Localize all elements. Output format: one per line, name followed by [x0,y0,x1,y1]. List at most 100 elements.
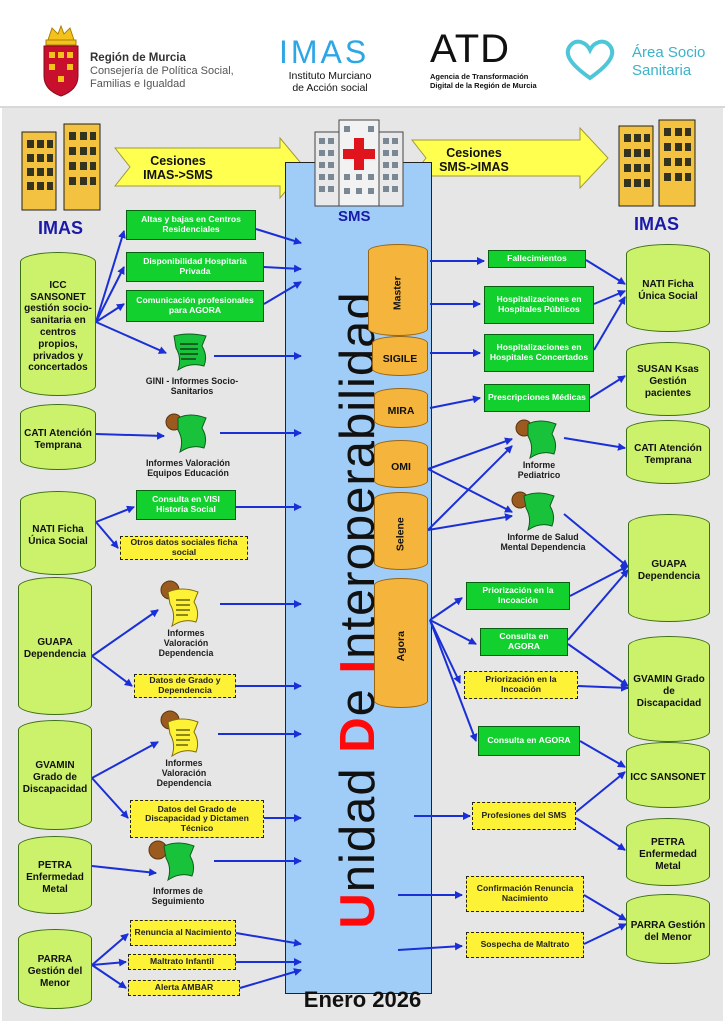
gini-document-icon [173,333,207,372]
box-hosp-publicos: Hospitalizaciones en Hospitales Públicos [484,286,594,324]
arrow-ambar-sms [239,968,302,989]
arrow-icc-gini [95,321,167,354]
seguimiento-label: Informes de Seguimiento [151,886,205,907]
arrow-consulta2-icc [579,740,626,768]
db-right-cati: CATI Atención Temprana [626,420,710,484]
arrow-disp-sms [263,264,302,273]
arrow-guapa-datos [91,655,133,687]
arrow-fall-nati [585,259,626,285]
murcia-name: Región de Murcia [90,52,186,64]
db-left-parra: PARRA Gestión del Menor [18,929,92,1009]
db-sms-omi-label: OMI [391,460,411,473]
heart-stethoscope-icon [565,39,615,81]
box-otros-datos: Otros datos sociales ficha social [120,536,248,560]
imas-right-title-text: IMAS [634,214,679,234]
cesiones-right-line1: Cesiones [446,146,502,160]
atd-agencia: Agencia de Transformación [430,72,529,81]
imas-right-building-icon [618,119,696,207]
imas-logo: IMAS [279,34,370,70]
arrow-parra-maltrato [91,958,127,967]
arrow-gvamin-datos [91,777,129,819]
arrow-icc-comunicacion [95,303,125,323]
arrow-omi-salud [427,468,513,513]
valoracion-educacion-document-icon [165,413,207,454]
valoracion-dependencia-label: Informes Valoración Dependencia [158,628,214,659]
box-fallecimientos: Fallecimientos [488,250,586,268]
arrow-mira-presc [429,395,481,409]
db-left-cati: CATI Atención Temprana [20,404,96,470]
arrow-sms-sospecha [397,942,463,951]
imas-left-building-icon [21,123,101,211]
hospital-building-icon [314,119,404,207]
box-consulta-agora-1: Consulta en AGORA [480,628,568,656]
box-maltrato-infantil: Maltrato Infantil [128,954,236,970]
db-right-susan: SUSAN Ksas Gestión pacientes [626,342,710,416]
sms-title: SMS [338,208,371,225]
db-left-nati: NATI Ficha Única Social [20,491,96,575]
area-socio: Área Socio [632,44,706,61]
arrow-sospecha-parra [583,923,627,945]
box-confirmacion-renuncia: Confirmación Renuncia Nacimiento [466,876,584,912]
arrow-salud-guapa [563,513,629,568]
db-right-petra: PETRA Enfermedad Metal [626,818,710,886]
arrow-selene-salud [427,513,513,531]
cesiones-right-line2: SMS->IMAS [439,159,509,174]
murcia-consejeria: Consejería de Política Social, [90,65,234,77]
arrow-prof-petra [575,817,626,851]
salud-mental-document-icon [511,491,555,532]
footer-date: Enero 2026 [303,987,422,1012]
db-left-guapa: GUAPA Dependencia [18,577,92,715]
db-right-guapa: GUAPA Dependencia [628,514,710,622]
pediatrico-document-icon [515,419,557,460]
imas-left-title: IMAS [38,218,83,239]
arrow-presc-susan [589,375,626,399]
arrow-confirm-parra [583,894,627,921]
arrow-prior2-gvamin [577,683,629,692]
logo-header: Región de Murcia Consejería de Política … [0,0,725,108]
arrow-nati-visi [95,505,135,523]
box-hosp-concertados: Hospitalizaciones en Hospitales Concerta… [484,334,594,372]
arrow-agora-prior1 [429,597,463,621]
box-datos-grado-discapacidad: Datos del Grado de Discapacidad y Dictam… [130,800,264,838]
db-left-gvamin: GVAMIN Grado de Discapacidad [18,720,92,830]
arrow-selene-ped [427,445,513,531]
area-sanitaria: Sanitaria [632,62,692,79]
arrow-petra-seg [91,865,157,877]
gini-label: GINI - Informes Socio-Sanitarios [145,376,239,397]
arrow-consulta1-gvamin [567,643,629,687]
arrow-com-sms [263,281,302,305]
arrow-cati-edu [95,431,165,440]
box-datos-grado-dependencia: Datos de Grado y Dependencia [134,674,236,698]
box-consulta-visi: Consulta en VISI Historia Social [136,490,236,520]
arrow-guapa-dep [91,609,159,657]
box-renuncia-nacimiento: Renuncia al Nacimiento [130,920,236,946]
imas-instituto: Instituto Murciano [288,70,372,82]
arrow-altas-sms [255,228,302,245]
db-right-gvamin: GVAMIN Grado de Discapacidad [628,636,710,742]
db-right-icc: ICC SANSONET [626,742,710,808]
arrow-prof-icc [575,771,626,813]
arrow-prior1-guapa [569,565,629,597]
box-prescripciones: Prescripciones Médicas [484,384,590,412]
arrow-omi-ped [427,437,513,470]
seguimiento-document-icon [148,840,195,882]
db-sms-master-label: Master [391,276,404,310]
imas-accion: de Acción social [292,82,368,94]
box-consulta-agora-2: Consulta en AGORA [478,726,580,756]
db-sms-omi: OMI [374,440,428,488]
db-left-petra: PETRA Enfermedad Metal [18,836,92,914]
cesiones-imas-sms-arrow [113,136,306,200]
db-sms-sigile-label: SIGILE [382,352,418,365]
imas-left-title-text: IMAS [38,218,83,238]
arrow-consulta1-guapa [567,569,629,641]
arrow-parra-renuncia [91,933,129,966]
db-left-icc-sansonet: ICC SANSONET gestión socio-sanitaria en … [20,252,96,396]
arrow-agora-consulta1 [429,619,477,645]
box-altas-bajas: Altas y bajas en Centros Residenciales [126,210,256,240]
box-priorizacion-1: Priorización en la Incoación [466,582,570,610]
arrow-parra-ambar [91,964,127,989]
arrow-icc-disponibilidad [95,266,125,323]
